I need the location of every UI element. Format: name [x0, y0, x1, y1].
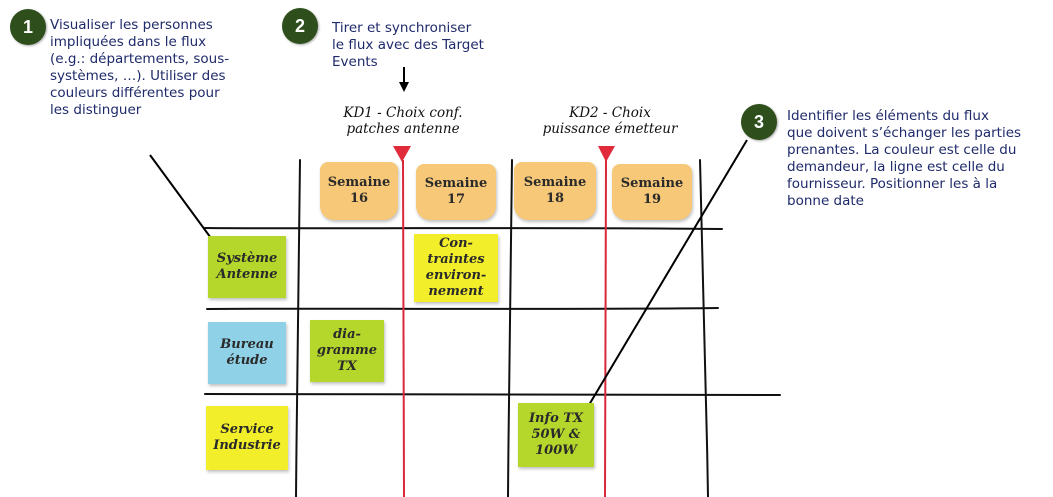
- grid-col-line: [699, 159, 709, 497]
- row-label-bureau-etude: Bureau étude: [208, 322, 286, 384]
- grid-row-line: [204, 227, 723, 230]
- item-diagramme-tx: dia- gramme TX: [310, 320, 384, 382]
- step1-badge: 1: [10, 9, 46, 45]
- grid-col-line: [507, 159, 513, 497]
- week-header: Semaine 19: [612, 164, 692, 220]
- step2-badge: 2: [282, 8, 318, 44]
- target-event-lines: [402, 159, 607, 497]
- step1-arrow: [149, 154, 221, 251]
- row-label-systeme-antenne: Système Antenne: [208, 236, 286, 298]
- step3-badge: 3: [741, 104, 777, 140]
- step1-note: Visualiser les personnes impliquées dans…: [50, 17, 230, 118]
- kd1-marker: [393, 146, 411, 162]
- kd2-label: KD2 - Choix puissance émetteur: [542, 105, 678, 137]
- week-header: Semaine 18: [514, 162, 596, 220]
- grid-lines: [204, 159, 781, 497]
- step3-arrow: [578, 139, 748, 422]
- step2-note: Tirer et synchroniser le flux avec des T…: [332, 20, 484, 70]
- kd2-target-line: [604, 159, 607, 497]
- grid-row-line: [206, 307, 719, 310]
- item-contraintes-environnement: Con- traintes environ- nement: [414, 234, 498, 302]
- kd2-marker: [598, 146, 615, 162]
- grid-row-line: [204, 393, 781, 396]
- step3-note: Identifier les éléments du flux que doiv…: [787, 108, 1022, 209]
- week-header: Semaine 17: [416, 164, 496, 220]
- week-header: Semaine 16: [320, 162, 398, 220]
- grid-col-line: [295, 159, 301, 497]
- kd1-target-line: [402, 159, 405, 497]
- row-label-service-industrie: Service Industrie: [206, 406, 288, 470]
- item-info-tx: Info TX 50W & 100W: [518, 403, 594, 467]
- kd1-label: KD1 - Choix conf. patches antenne: [343, 105, 463, 137]
